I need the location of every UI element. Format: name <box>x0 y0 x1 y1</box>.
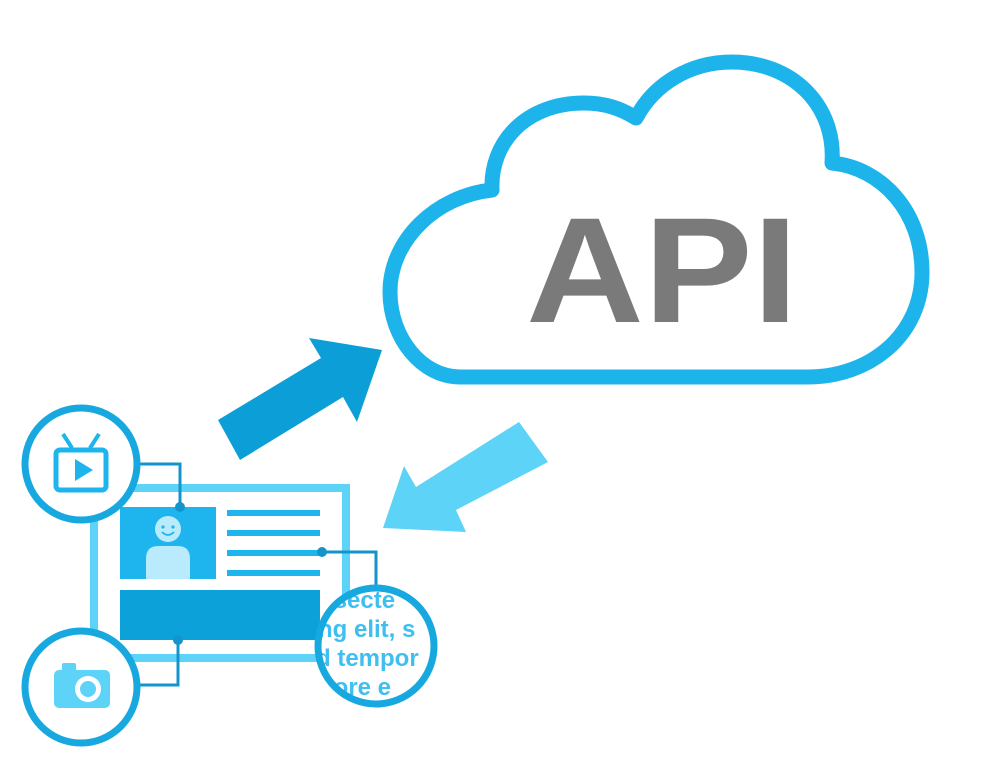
tv-circle <box>21 404 141 524</box>
arrow-from-cloud <box>383 422 548 532</box>
connector-tv <box>140 462 182 507</box>
arrow-to-cloud <box>218 338 382 460</box>
magnified-text-line-2: ng elit, s <box>318 616 415 643</box>
tv-play-icon <box>53 432 109 493</box>
content-bar <box>120 590 320 640</box>
api-cloud: API <box>382 54 930 385</box>
smiley-person-icon <box>146 516 190 579</box>
connectors <box>140 462 378 687</box>
camera-icon <box>54 663 110 708</box>
text-lines <box>227 510 320 576</box>
web-page-panel <box>90 484 350 662</box>
api-label: API <box>526 186 798 354</box>
profile-picture <box>120 507 216 579</box>
magnifier-circle: nsecte ng elit, s d tempor bore e <box>314 584 438 708</box>
connector-camera <box>140 640 180 687</box>
magnified-text-line-3: d tempor <box>316 645 419 672</box>
cloud-outline <box>382 54 930 385</box>
camera-circle <box>21 627 141 747</box>
connector-text <box>322 550 378 588</box>
